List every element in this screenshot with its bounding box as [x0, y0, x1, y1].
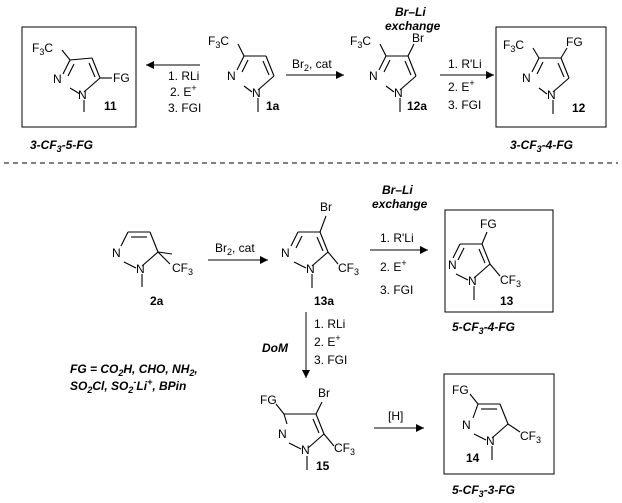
- m15-cf3: CF3: [334, 441, 355, 457]
- m2a-n2: N: [112, 246, 121, 260]
- m12a-br: Br: [412, 31, 424, 45]
- m13a-cf3: CF3: [338, 261, 359, 277]
- molecule-1a: F3C N N 1a: [208, 34, 280, 113]
- cond-down-1: 1. RLi: [314, 317, 345, 331]
- m11-cf3: F3C: [32, 41, 53, 57]
- m15-n2: N: [278, 427, 287, 441]
- caption-14: 5-CF3-3-FG: [452, 483, 515, 499]
- molecule-2a: CF3 N N 2a: [112, 231, 193, 308]
- m13a-br: Br: [320, 200, 332, 214]
- m13a-label: 13a: [314, 294, 334, 308]
- m13-n2: N: [448, 258, 457, 272]
- cond-right-mid-3: 3. FGI: [380, 283, 413, 297]
- m14-fg: FG: [452, 383, 469, 397]
- m2a-n1: N: [136, 262, 145, 276]
- m2a-label: 2a: [150, 294, 164, 308]
- m14-label: 14: [466, 451, 480, 465]
- m1a-n2: N: [227, 69, 236, 83]
- molecule-11: F3C N N FG 11: [32, 41, 130, 113]
- m12a-cf3: F3C: [350, 34, 371, 50]
- cond-down-3: 3. FGI: [314, 353, 347, 367]
- cond-right-top-3: 3. FGI: [448, 98, 481, 112]
- m1a-label: 1a: [266, 99, 280, 113]
- cond-reduction: [H]: [388, 409, 403, 423]
- molecule-12a: F3C Br N N 12a: [350, 31, 427, 113]
- cond-right-mid-2: 2. E+: [380, 258, 407, 274]
- m15-fg: FG: [260, 393, 277, 407]
- m11-label: 11: [104, 99, 117, 113]
- m12-label: 12: [572, 101, 586, 115]
- cond-right-mid-1: 1. R'Li: [380, 231, 414, 245]
- cond-down-2: 2. E+: [314, 333, 341, 349]
- m13-label: 13: [500, 294, 514, 308]
- m15-label: 15: [316, 459, 330, 473]
- m13-cf3: CF3: [500, 273, 521, 289]
- m11-fg: FG: [113, 71, 130, 85]
- cond-left-3: 3. FGI: [168, 101, 201, 115]
- molecule-12: F3C FG N N 12: [503, 35, 586, 115]
- molecule-14: FG CF3 N N 14: [452, 383, 541, 465]
- m12a-label: 12a: [407, 99, 427, 113]
- cond-right-top-2: 2. E+: [448, 78, 475, 94]
- m13-n1: N: [468, 274, 477, 288]
- m12-n1: N: [547, 88, 556, 102]
- m12-n2: N: [522, 71, 531, 85]
- fg-legend-line2: SO2Cl, SO2-Li+, BPin: [70, 377, 186, 395]
- title-exchange-mid: exchange: [372, 197, 428, 211]
- title-br-li-mid: Br–Li: [382, 183, 413, 197]
- m1a-n1: N: [252, 86, 261, 100]
- m15-n1: N: [301, 443, 310, 457]
- m14-n2: N: [462, 418, 471, 432]
- m13-fg: FG: [480, 217, 497, 231]
- m12a-n1: N: [394, 86, 403, 100]
- m14-cf3: CF3: [520, 429, 541, 445]
- m2a-cf3: CF3: [172, 261, 193, 277]
- molecule-13a: Br CF3 N N 13a: [281, 200, 359, 308]
- title-br-li-top: Br–Li: [395, 5, 426, 19]
- m13a-n1: N: [306, 262, 315, 276]
- caption-11: 3-CF3-5-FG: [30, 138, 93, 154]
- title-exchange-top: exchange: [385, 19, 441, 33]
- m12a-n2: N: [369, 69, 378, 83]
- m12-fg: FG: [566, 35, 583, 49]
- label-dom: DoM: [262, 341, 289, 355]
- cond-bromination-top: Br2, cat: [292, 57, 332, 73]
- m11-n2: N: [53, 72, 62, 86]
- cond-left-2: 2. E+: [170, 83, 197, 99]
- m14-n1: N: [486, 434, 495, 448]
- box-14: [443, 373, 555, 475]
- molecule-13: FG CF3 N N 13: [448, 217, 521, 308]
- fg-legend-line1: FG = CO2H, CHO, NH2,: [70, 362, 198, 378]
- m1a-cf3: F3C: [208, 34, 229, 50]
- caption-12: 3-CF3-4-FG: [510, 138, 573, 154]
- m13a-n2: N: [281, 246, 290, 260]
- box-11: [21, 26, 137, 128]
- cond-left-1: 1. RLi: [168, 69, 199, 83]
- molecule-15: FG Br CF3 N N 15: [260, 386, 355, 473]
- m11-n1: N: [78, 88, 87, 102]
- box-12: [495, 26, 607, 128]
- box-13: [444, 209, 554, 313]
- m12-cf3: F3C: [503, 38, 524, 54]
- cond-right-top-1: 1. R'Li: [448, 57, 482, 71]
- m15-br: Br: [318, 386, 330, 400]
- cond-bromination-mid: Br2, cat: [215, 241, 255, 257]
- caption-13: 5-CF3-4-FG: [452, 320, 515, 336]
